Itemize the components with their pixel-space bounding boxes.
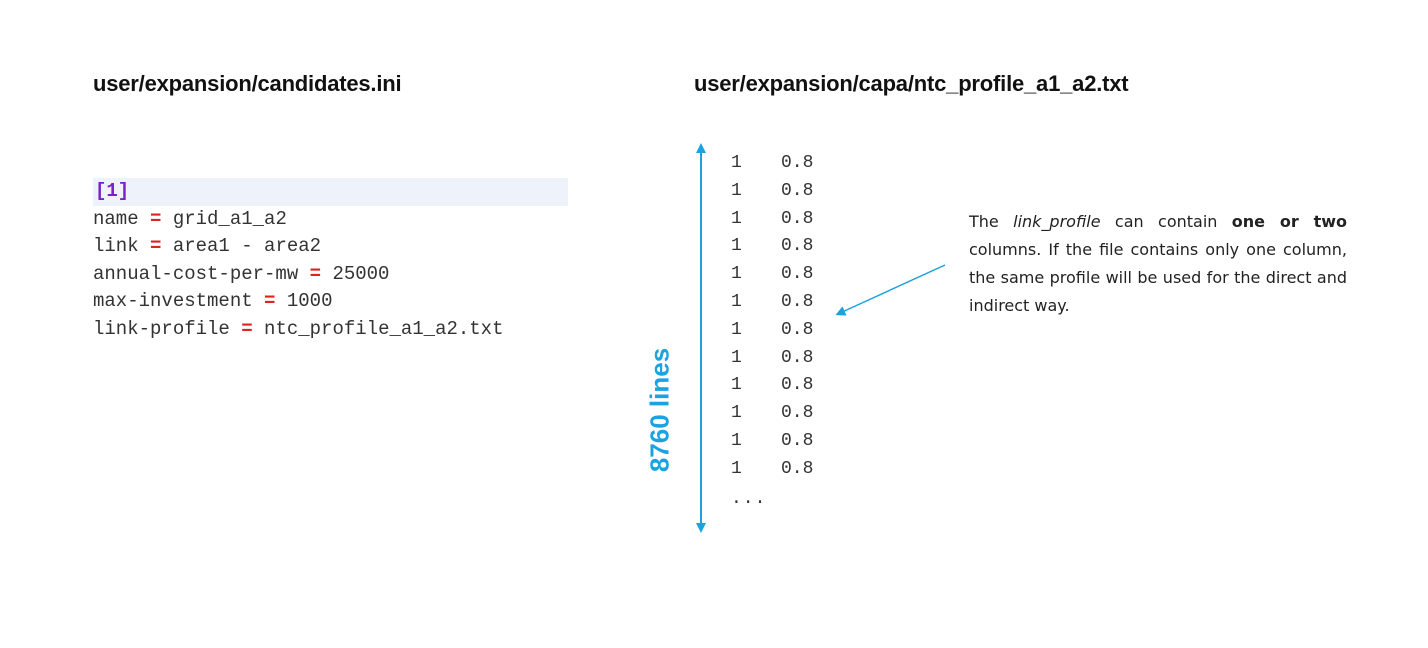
ini-key: name (93, 207, 139, 230)
ini-operator: = (150, 207, 162, 230)
profile-col-indirect: 0.8 (781, 430, 814, 451)
ini-value: 1000 (286, 290, 333, 312)
annotation-pointer-arrow (835, 264, 946, 316)
ini-value: 25000 (332, 262, 390, 285)
ini-value: ntc_profile_a1_a2.txt (264, 317, 504, 340)
ini-entry: annual-cost-per-mw = 25000 (93, 261, 568, 289)
profile-col-indirect: 0.8 (781, 208, 814, 229)
profile-col-direct: 1 (731, 153, 742, 173)
profile-col-direct: 1 (731, 430, 742, 451)
ini-value: area1 - area2 (172, 235, 322, 257)
ini-operator: = (241, 317, 253, 340)
ini-key: max-investment (93, 290, 253, 312)
ini-operator: = (309, 262, 322, 285)
profile-col-direct: 1 (731, 319, 742, 340)
profile-col-direct: 1 (731, 403, 742, 424)
profile-col-indirect: 0.8 (781, 403, 814, 424)
ini-operator: = (150, 235, 162, 257)
annotation-part2: can contain (1100, 212, 1232, 231)
ini-section-header: [1] (93, 178, 568, 206)
profile-col-indirect: 0.8 (781, 375, 814, 396)
profile-col-direct: 1 (731, 208, 742, 229)
annotation-part1: The (969, 212, 1014, 231)
profile-file-title: user/expansion/capa/ntc_profile_a1_a2.tx… (694, 71, 1129, 96)
profile-col-indirect: 0.8 (781, 264, 814, 285)
profile-col-direct: 1 (731, 180, 742, 201)
ini-value: grid_a1_a2 (172, 207, 287, 230)
profile-col-direct: 1 (731, 291, 742, 312)
profile-col-indirect: 0.8 (781, 458, 814, 479)
annotation-text: The link_profile can contain one or two … (969, 208, 1347, 320)
ini-entry: link-profile = ntc_profile_a1_a2.txt (93, 316, 568, 344)
ini-key: link (93, 235, 139, 257)
profile-col-indirect: 0.8 (781, 153, 814, 173)
ini-entry: link = area1 - area2 (93, 233, 568, 261)
profile-col-direct: 1 (731, 347, 742, 368)
annotation-part3: columns. If the file contains only one c… (969, 240, 1347, 315)
profile-ellipsis: ... (731, 488, 767, 509)
profile-col-direct: 1 (731, 264, 742, 285)
profile-col-direct: 1 (731, 375, 742, 396)
ini-entry: name = grid_a1_a2 (93, 206, 568, 234)
ini-key: annual-cost-per-mw (93, 262, 299, 285)
annotation-emphasis: one or two (1231, 212, 1348, 231)
profile-col-indirect: 0.8 (781, 236, 814, 257)
profile-col-indirect: 0.8 (781, 180, 814, 201)
ini-key: link-profile (93, 317, 230, 340)
profile-col-indirect: 0.8 (781, 347, 814, 368)
profile-col-indirect: 0.8 (781, 291, 814, 312)
profile-col-direct: 1 (731, 236, 742, 257)
ini-entry: max-investment = 1000 (93, 288, 568, 316)
profile-col-indirect: 0.8 (781, 319, 814, 340)
ini-operator: = (264, 290, 276, 312)
candidates-file-title: user/expansion/candidates.ini (93, 71, 402, 96)
line-count-label: 8760 lines (644, 347, 675, 473)
profile-col-direct: 1 (731, 458, 742, 479)
annotation-term: link_profile (1013, 212, 1101, 231)
